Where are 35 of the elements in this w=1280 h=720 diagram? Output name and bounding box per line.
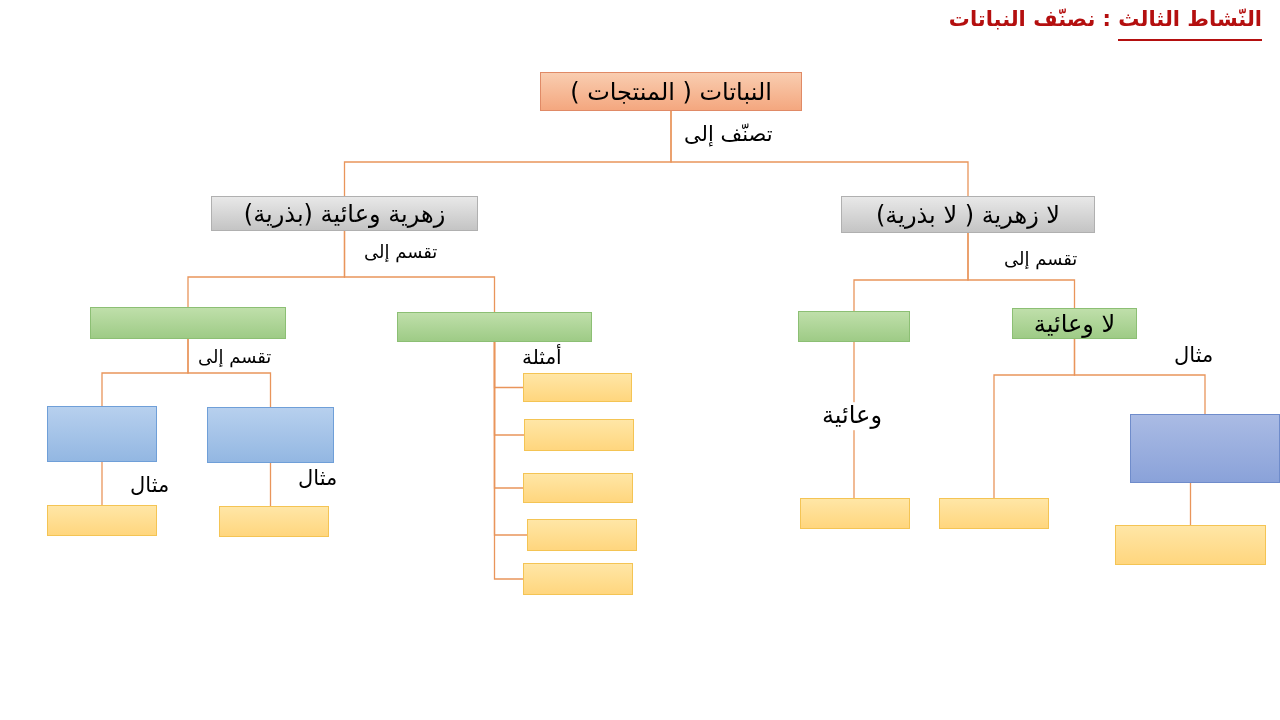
answer-box <box>207 407 334 463</box>
connector-line <box>493 341 524 580</box>
answer-box <box>523 373 632 402</box>
answer-box <box>939 498 1049 529</box>
answer-box <box>524 419 634 451</box>
category-box: لا زهرية ( لا بذرية) <box>841 196 1095 233</box>
edge-label: تصنّف إلى <box>682 121 775 147</box>
answer-box <box>47 406 157 462</box>
category-box: النباتات ( المنتجات ) <box>540 72 802 111</box>
connector-line <box>670 110 969 197</box>
category-box: زهرية وعائية (بذرية) <box>211 196 478 231</box>
connector-line <box>1189 482 1192 526</box>
title: النّشاط الثالث : نصنّف النباتات <box>948 7 1262 32</box>
connector-line <box>269 462 272 507</box>
answer-box <box>523 473 633 503</box>
answer-box <box>523 563 633 595</box>
answer-box <box>90 307 286 339</box>
edge-label: تقسم إلى <box>1002 248 1080 270</box>
connector-line <box>967 232 1076 309</box>
answer-box <box>1115 525 1266 565</box>
answer-box <box>397 312 592 342</box>
answer-box <box>1130 414 1280 483</box>
edge-label: تقسم إلى <box>362 241 440 263</box>
connector-line <box>101 461 103 506</box>
connector-line <box>343 230 496 313</box>
answer-box <box>800 498 910 529</box>
answer-box <box>527 519 637 551</box>
connector-line <box>1073 338 1206 415</box>
answer-box <box>47 505 157 536</box>
category-box: لا وعائية <box>1012 308 1137 339</box>
edge-label: وعائية <box>820 402 884 430</box>
answer-box <box>219 506 329 537</box>
edge-label: تقسم إلى <box>196 346 274 368</box>
connector-line <box>187 338 272 408</box>
answer-box <box>798 311 910 342</box>
